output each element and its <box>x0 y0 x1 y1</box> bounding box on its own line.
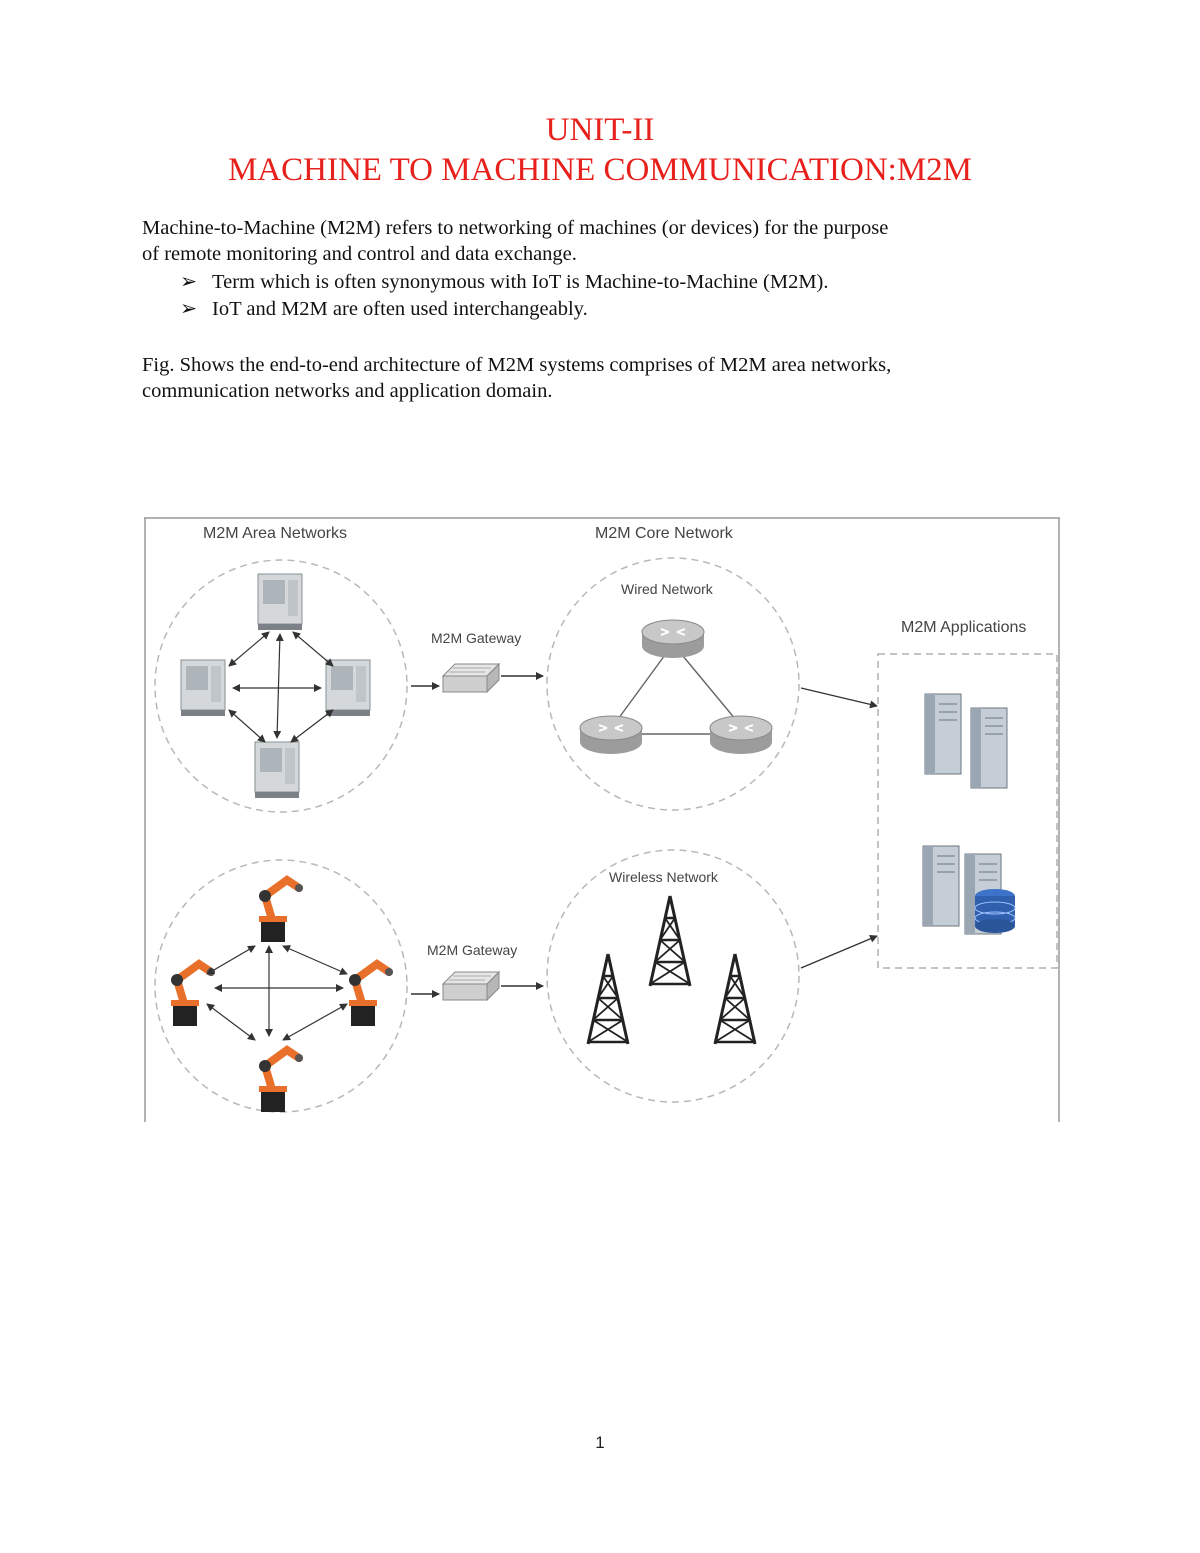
router-icon <box>580 716 642 754</box>
cnc-machine-icon <box>255 742 299 798</box>
gateway-bottom-label: M2M Gateway <box>427 942 517 958</box>
applications-label: M2M Applications <box>901 619 1026 636</box>
arrow-bullet-icon: ➢ <box>180 296 197 323</box>
cnc-machine-icon <box>258 574 302 630</box>
page-title: MACHINE TO MACHINE COMMUNICATION:M2M <box>0 150 1200 190</box>
gateway-icon <box>443 664 499 692</box>
router-icon <box>642 620 704 658</box>
cell-tower-icon <box>588 954 628 1044</box>
core-network-label: M2M Core Network <box>595 525 734 542</box>
robot-arm-icon <box>259 880 303 942</box>
bullet-text: IoT and M2M are often used interchangeab… <box>212 298 588 320</box>
database-icon <box>975 889 1015 933</box>
cnc-links <box>229 632 333 742</box>
server-icon <box>925 694 961 774</box>
unit-heading: UNIT-II <box>0 110 1200 150</box>
list-item: ➢ Term which is often synonymous with Io… <box>180 269 829 296</box>
wireless-network-label: Wireless Network <box>609 869 719 885</box>
wired-network-label: Wired Network <box>621 581 714 597</box>
gateway-icon <box>443 972 499 1000</box>
cnc-machine-icon <box>181 660 225 716</box>
cell-tower-icon <box>715 954 755 1044</box>
robot-area-network <box>155 860 407 1112</box>
caption-line: Fig. Shows the end-to-end architecture o… <box>142 352 1042 378</box>
cell-tower-icon <box>650 896 690 986</box>
intro-paragraph: Machine-to-Machine (M2M) refers to netwo… <box>142 215 1042 267</box>
router-icon <box>710 716 772 754</box>
list-item: ➢ IoT and M2M are often used interchange… <box>180 296 829 323</box>
robot-arm-icon <box>349 964 393 1026</box>
bullet-list: ➢ Term which is often synonymous with Io… <box>180 269 829 323</box>
page-number: 1 <box>0 1433 1200 1453</box>
arrow-wired-to-apps <box>801 688 877 706</box>
area-networks-label: M2M Area Networks <box>203 525 347 542</box>
gateway-top-label: M2M Gateway <box>431 630 521 646</box>
server-icon <box>923 846 959 926</box>
cnc-machine-icon <box>326 660 370 716</box>
intro-line: of remote monitoring and control and dat… <box>142 241 1042 267</box>
arrow-bullet-icon: ➢ <box>180 269 197 296</box>
arrow-wireless-to-apps <box>801 936 877 968</box>
robot-arm-icon <box>259 1050 303 1112</box>
bullet-text: Term which is often synonymous with IoT … <box>212 271 829 293</box>
intro-line: Machine-to-Machine (M2M) refers to netwo… <box>142 215 1042 241</box>
server-icon <box>971 708 1007 788</box>
figure-caption: Fig. Shows the end-to-end architecture o… <box>142 352 1042 404</box>
caption-line: communication networks and application d… <box>142 378 1042 404</box>
robot-links <box>207 946 347 1040</box>
wireless-network-circle <box>547 850 799 1102</box>
m2m-architecture-diagram: M2M Area Networks M2M Core Network M2M A… <box>143 516 1061 1122</box>
